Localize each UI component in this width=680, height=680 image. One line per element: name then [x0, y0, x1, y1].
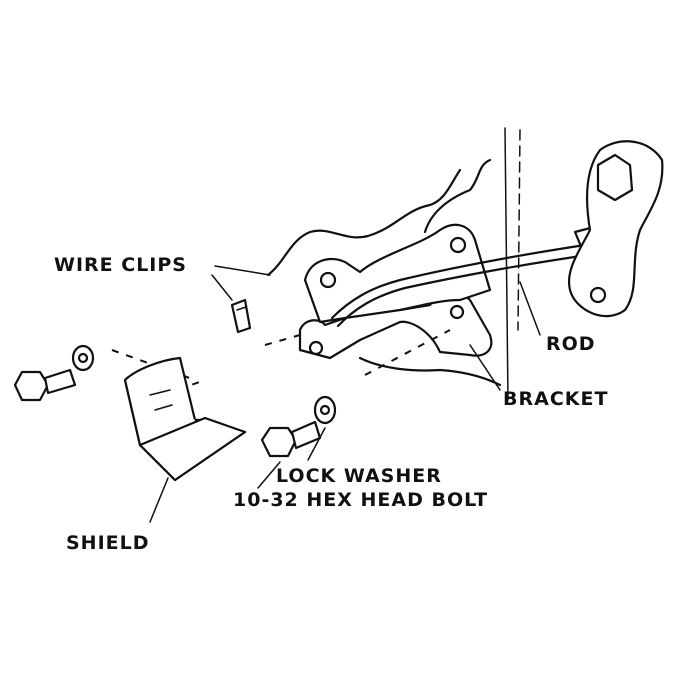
label-wire-clips: WIRE CLIPS — [54, 254, 187, 276]
wire-clip — [230, 298, 252, 334]
label-bracket: BRACKET — [503, 388, 609, 410]
label-shield: SHIELD — [66, 532, 150, 554]
bracket — [298, 223, 493, 360]
label-lock-washer: LOCK WASHER — [276, 465, 442, 487]
body-panel — [266, 127, 521, 401]
left-bolt — [13, 344, 95, 402]
leader-lines — [149, 265, 541, 523]
label-rod: ROD — [546, 333, 596, 355]
assembly-lines — [111, 329, 451, 401]
linkage-lever — [567, 140, 664, 318]
label-hex-head-bolt: 10-32 HEX HEAD BOLT — [233, 489, 489, 511]
shield — [123, 356, 247, 482]
center-bolt — [260, 395, 337, 458]
